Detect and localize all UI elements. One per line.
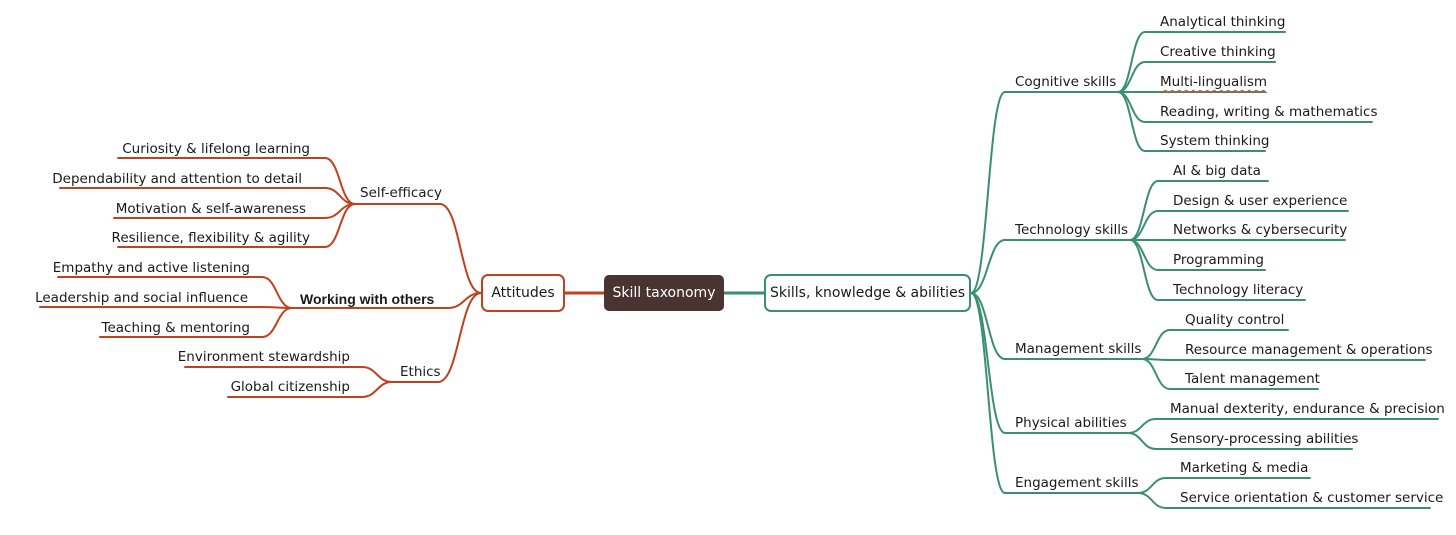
leaf-programming[interactable]: Programming: [1173, 252, 1264, 268]
skills-to-group-line-0: [970, 91, 1006, 294]
skills-to-group-line-3: [970, 292, 1006, 434]
attitudes-to-group-line-0: [439, 203, 482, 294]
group-4-to-leaf-line-0: [1137, 477, 1167, 494]
group-0-to-leaf-line-1: [1117, 61, 1146, 93]
leaf-networks-cybersecurity[interactable]: Networks & cybersecurity: [1173, 222, 1348, 238]
group-1-to-leaf-line-0: [1129, 180, 1159, 241]
group-working-with-others[interactable]: Working with others: [300, 291, 435, 307]
leaf-system-thinking[interactable]: System thinking: [1160, 133, 1270, 149]
group-2-to-leaf-line-1: [361, 381, 393, 398]
attitudes-to-group-line-2: [437, 292, 482, 383]
skills-node[interactable]: Skills, knowledge & abilities: [764, 274, 971, 312]
leaf-design-ux[interactable]: Design & user experience: [1173, 193, 1348, 209]
group-self-efficacy[interactable]: Self-efficacy: [360, 185, 442, 201]
skills-to-group-line-4: [970, 292, 1006, 494]
leaf-analytical-thinking[interactable]: Analytical thinking: [1160, 14, 1286, 30]
leaf-global-citizenship[interactable]: Global citizenship: [230, 379, 350, 395]
leaf-reading-writing-math[interactable]: Reading, writing & mathematics: [1160, 104, 1378, 120]
group-2-to-leaf-line-0: [1141, 329, 1171, 360]
skills-to-group-line-2: [970, 292, 1006, 360]
leaf-environment[interactable]: Environment stewardship: [177, 349, 350, 365]
leaf-teaching[interactable]: Teaching & mentoring: [101, 320, 251, 336]
leaf-multi-lingualism[interactable]: Multi-lingualism: [1160, 74, 1268, 90]
group-1-to-leaf-line-0: [261, 276, 293, 309]
skills-to-group-line-1: [970, 239, 1006, 294]
leaf-motivation[interactable]: Motivation & self-awareness: [115, 201, 306, 217]
attitudes-node-label: Attitudes: [491, 285, 555, 301]
group-1-to-leaf-line-4: [1129, 239, 1159, 301]
group-1-to-leaf-line-2: [261, 307, 293, 338]
skills-node-label: Skills, knowledge & abilities: [770, 285, 965, 301]
group-1-to-leaf-line-3: [1129, 239, 1159, 271]
attitudes-node[interactable]: Attitudes: [481, 274, 565, 312]
root-node-label: Skill taxonomy: [612, 285, 716, 301]
leaf-creative-thinking[interactable]: Creative thinking: [1160, 44, 1276, 60]
leaf-sensory-processing[interactable]: Sensory-processing abilities: [1170, 431, 1359, 447]
group-cognitive-skills[interactable]: Cognitive skills: [1015, 74, 1117, 90]
group-1-to-leaf-line-1: [261, 306, 293, 309]
leaf-resilience[interactable]: Resilience, flexibility & agility: [111, 230, 310, 246]
leaf-resource-management[interactable]: Resource management & operations: [1185, 342, 1433, 358]
group-3-to-leaf-line-1: [1127, 432, 1157, 450]
leaf-quality-control[interactable]: Quality control: [1185, 312, 1285, 328]
leaf-ai-big-data[interactable]: AI & big data: [1173, 163, 1261, 179]
leaf-curiosity[interactable]: Curiosity & lifelong learning: [122, 141, 310, 157]
group-0-to-leaf-line-4: [1117, 91, 1146, 152]
group-technology-skills[interactable]: Technology skills: [1015, 222, 1129, 238]
leaf-talent-management[interactable]: Talent management: [1185, 371, 1320, 387]
leaf-manual-dexterity[interactable]: Manual dexterity, endurance & precision: [1170, 401, 1445, 417]
leaf-service-orientation[interactable]: Service orientation & customer service: [1180, 490, 1444, 506]
group-2-to-leaf-line-0: [361, 366, 393, 383]
group-2-to-leaf-line-2: [1141, 358, 1171, 390]
leaf-technology-literacy[interactable]: Technology literacy: [1173, 282, 1304, 298]
group-physical-abilities[interactable]: Physical abilities: [1015, 415, 1127, 431]
group-engagement-skills[interactable]: Engagement skills: [1015, 475, 1139, 491]
leaf-dependability[interactable]: Dependability and attention to detail: [52, 171, 302, 187]
root-node[interactable]: Skill taxonomy: [604, 275, 724, 311]
leaf-marketing-media[interactable]: Marketing & media: [1180, 460, 1309, 476]
group-0-to-leaf-line-3: [324, 203, 356, 248]
leaf-empathy[interactable]: Empathy and active listening: [52, 260, 250, 276]
group-1-to-leaf-line-1: [1129, 210, 1159, 241]
group-ethics[interactable]: Ethics: [400, 364, 441, 380]
group-management-skills[interactable]: Management skills: [1015, 341, 1142, 357]
group-3-to-leaf-line-0: [1127, 418, 1157, 434]
leaf-leadership[interactable]: Leadership and social influence: [35, 290, 248, 306]
group-4-to-leaf-line-1: [1137, 492, 1167, 509]
